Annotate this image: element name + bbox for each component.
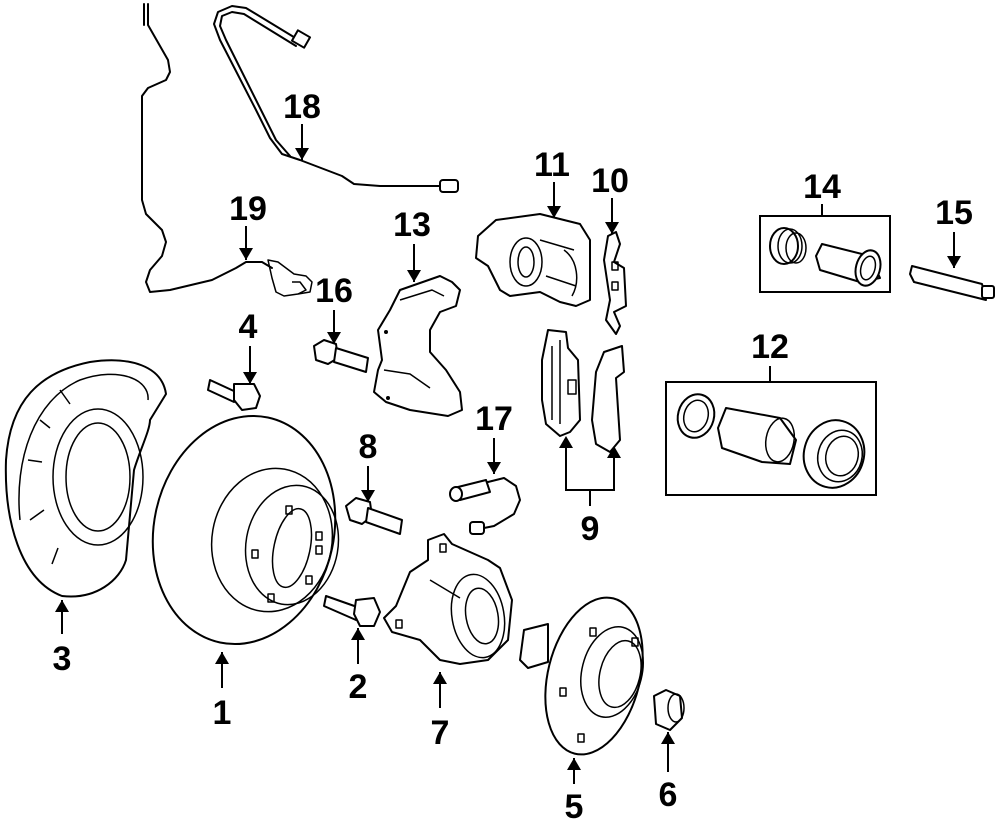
callout-8[interactable]: 8 [359,428,378,466]
part-piston-boot [802,419,866,489]
part-axle-nut[interactable] [653,689,685,731]
part-pad-wear-sensor[interactable] [449,477,521,535]
part-bearing-bolt[interactable] [345,497,403,535]
arrowhead-16 [327,332,341,344]
arrowhead-11 [547,206,561,218]
callout-14[interactable]: 14 [803,168,841,206]
part-bracket-bolt[interactable] [313,339,369,373]
callout-10[interactable]: 10 [591,162,629,200]
callout-11[interactable]: 11 [534,146,570,184]
arrowhead-9-1 [559,436,573,448]
callout-19[interactable]: 19 [229,190,267,228]
part-piston [717,407,797,465]
part-brake-pads[interactable] [541,329,625,453]
callout-12[interactable]: 12 [751,328,789,366]
leader-line-9 [565,448,615,506]
arrowhead-4 [243,372,257,384]
part-splash-shield[interactable] [4,359,167,598]
callout-1[interactable]: 1 [213,694,232,732]
arrowhead-6 [661,732,675,744]
part-brake-caliper[interactable] [475,213,591,307]
part-rotor-bolt[interactable] [323,595,381,627]
part-guide-pin[interactable] [909,265,995,301]
part-brake-hose[interactable] [213,5,459,193]
part-guide-pin-boot [769,227,807,265]
arrowhead-19 [239,248,253,260]
leader-lines [55,124,961,784]
callout-13[interactable]: 13 [393,206,431,244]
arrowhead-9-2 [607,446,621,458]
arrowhead-15 [947,256,961,268]
arrowhead-5 [567,758,581,770]
arrowhead-1 [215,652,229,664]
callout-3[interactable]: 3 [53,640,72,678]
callout-4[interactable]: 4 [239,308,258,346]
kit-box-14[interactable] [759,215,891,293]
callout-15[interactable]: 15 [935,194,973,232]
callout-18[interactable]: 18 [283,88,321,126]
part-abs-sensor[interactable] [141,3,313,297]
arrowhead-10 [605,222,619,234]
callout-9[interactable]: 9 [581,510,600,548]
arrowhead-8 [361,490,375,502]
part-brake-rotor[interactable] [132,399,356,661]
callout-6[interactable]: 6 [659,776,678,814]
callout-5[interactable]: 5 [565,788,584,826]
part-piston-seal [676,393,716,439]
callout-labels: 1 2 3 4 5 6 7 8 9 10 11 12 13 14 15 16 1… [53,88,973,826]
arrowhead-17 [487,462,501,474]
callout-2[interactable]: 2 [349,668,368,706]
part-anti-rattle-clip[interactable] [603,231,627,335]
part-bearing-housing[interactable] [383,533,513,665]
callout-17[interactable]: 17 [475,400,513,438]
kit-box-12[interactable] [665,381,877,496]
arrowhead-2 [351,628,365,640]
callout-7[interactable]: 7 [431,714,450,752]
part-hub-flange[interactable] [519,587,658,765]
arrowhead-18 [295,148,309,160]
arrowhead-3 [55,600,69,612]
arrowhead-13 [407,270,421,282]
arrowhead-7 [433,672,447,684]
part-shield-bolt[interactable] [207,379,261,411]
callout-16[interactable]: 16 [315,272,353,310]
part-guide-pin-sleeve [815,243,882,287]
part-caliper-bracket[interactable] [373,275,463,417]
